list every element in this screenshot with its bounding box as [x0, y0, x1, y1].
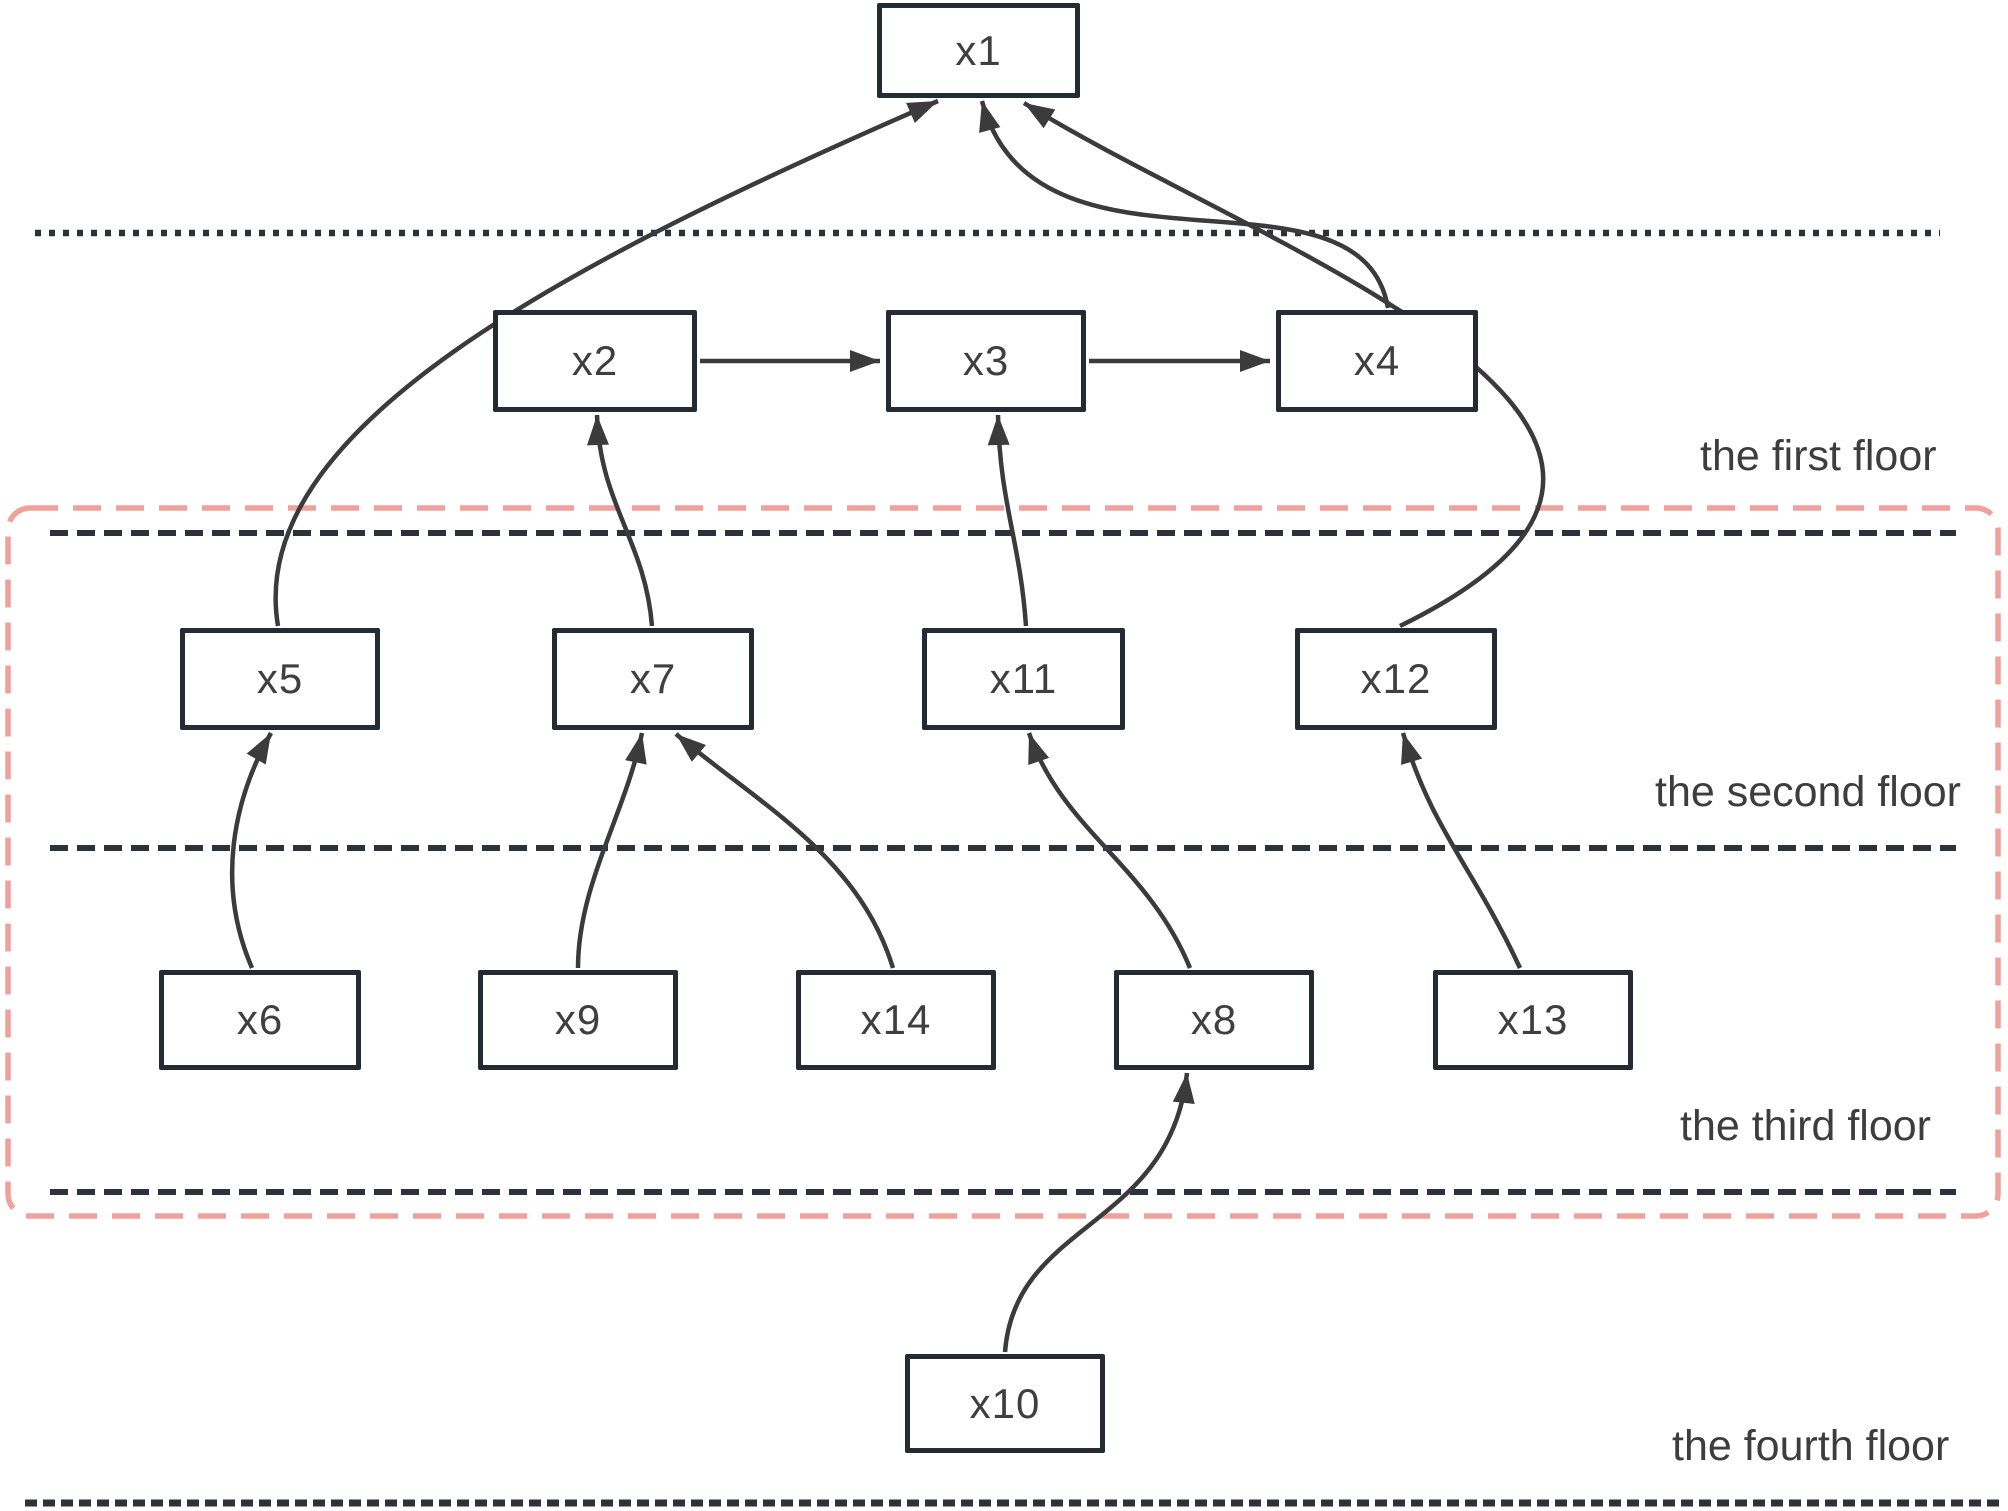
- node-x5-label: x5: [256, 655, 304, 702]
- node-x4-label: x4: [1353, 337, 1401, 384]
- node-x9: x9: [478, 970, 678, 1070]
- node-x8: x8: [1114, 970, 1314, 1070]
- floor-label-second: the second floor: [1655, 768, 1961, 816]
- floor-label-first: the first floor: [1700, 432, 1937, 480]
- node-x13: x13: [1433, 970, 1633, 1070]
- node-x14-label: x14: [860, 996, 932, 1043]
- node-x3-label: x3: [962, 337, 1010, 384]
- floor-label-fourth: the fourth floor: [1672, 1422, 1950, 1470]
- edge-x8-x11: [1026, 732, 1193, 969]
- node-x12-label: x12: [1360, 655, 1432, 702]
- node-x1-label: x1: [955, 26, 1002, 74]
- node-x8-label: x8: [1190, 996, 1238, 1043]
- node-x7-label: x7: [629, 655, 677, 702]
- node-x10: x10: [905, 1354, 1105, 1453]
- node-x10-label: x10: [969, 1379, 1041, 1427]
- node-x6-label: x6: [236, 996, 284, 1043]
- node-x13-label: x13: [1497, 996, 1569, 1043]
- edge-x6-x5: [229, 731, 273, 969]
- node-x2: x2: [493, 310, 697, 412]
- node-x6: x6: [159, 970, 361, 1070]
- edge-x14-x7: [674, 732, 896, 969]
- node-x12: x12: [1295, 628, 1497, 730]
- node-x1: x1: [877, 3, 1080, 98]
- node-x3: x3: [886, 310, 1086, 412]
- edge-x7-x2: [587, 414, 655, 627]
- edge-x4-x1: [979, 100, 1391, 309]
- edge-x13-x12: [1400, 732, 1523, 969]
- node-x11-label: x11: [989, 655, 1058, 702]
- node-x9-label: x9: [554, 996, 602, 1043]
- floor-label-third: the third floor: [1680, 1102, 1931, 1150]
- edge-x9-x7: [575, 732, 647, 969]
- node-x4: x4: [1276, 310, 1478, 412]
- edge-x10-x8: [1002, 1072, 1195, 1353]
- edge-x5-x1: [273, 98, 939, 627]
- node-x7: x7: [552, 628, 754, 730]
- node-x11: x11: [922, 628, 1125, 730]
- edge-x11-x3: [987, 414, 1029, 627]
- node-x2-label: x2: [571, 337, 619, 384]
- node-x5: x5: [180, 628, 380, 730]
- node-x14: x14: [796, 970, 996, 1070]
- highlight-region-dashed-border: [5, 505, 2001, 1219]
